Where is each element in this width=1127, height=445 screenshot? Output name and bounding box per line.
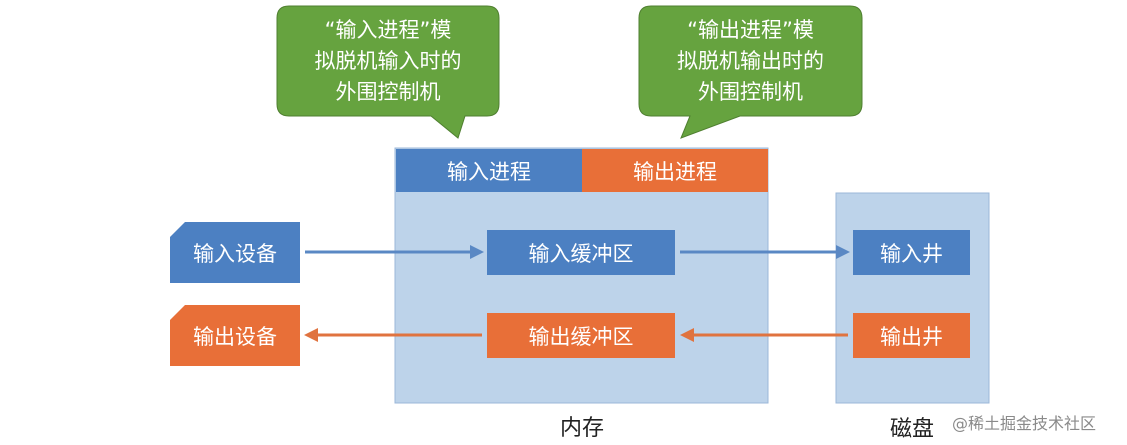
output-device-label: 输出设备: [193, 324, 277, 349]
input-device-label: 输入设备: [193, 241, 277, 266]
arrow-input-buffer-to-well: [680, 245, 850, 259]
output-buffer-label: 输出缓冲区: [528, 324, 634, 349]
watermark: @稀土掘金技术社区: [952, 414, 1097, 433]
disk-panel: [835, 192, 990, 404]
output-buffer-box: [487, 313, 675, 358]
arrow-device-to-input-buffer: [305, 245, 484, 259]
input-process-label: 输入进程: [447, 159, 531, 184]
output-process-callout-text: “输出进程”模 拟脱机输出时的 外围控制机: [677, 17, 824, 104]
memory-label: 内存: [559, 416, 604, 441]
input-device-box: [170, 222, 300, 283]
disk-label: 磁盘: [889, 417, 934, 442]
input-buffer-box: [487, 230, 675, 275]
input-buffer-label: 输入缓冲区: [528, 241, 634, 266]
input-process-bar: [396, 149, 582, 192]
output-process-bar: [582, 149, 768, 192]
input-well-box: [853, 230, 970, 275]
output-device-box: [170, 305, 300, 366]
input-process-callout-text: “输入进程”模 拟脱机输入时的 外围控制机: [314, 17, 462, 104]
arrow-output-buffer-to-device: [304, 328, 482, 342]
input-well-label: 输入井: [880, 241, 943, 266]
output-process-label: 输出进程: [633, 159, 717, 184]
output-callout-bubble: [638, 5, 863, 139]
arrow-well-to-output-buffer: [680, 328, 848, 342]
output-well-label: 输出井: [880, 324, 943, 349]
output-well-box: [853, 313, 970, 358]
input-callout-bubble: [276, 5, 500, 139]
